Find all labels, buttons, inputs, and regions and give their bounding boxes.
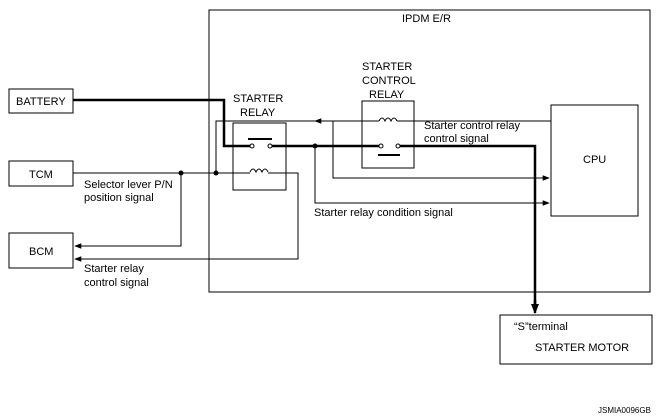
bcm-block: BCM [8,232,74,269]
ipdm-er-box [208,9,651,293]
battery-block: BATTERY [8,88,74,114]
starter-control-relay-label-2: CONTROL [362,75,416,87]
starter-motor-label: STARTER MOTOR [535,342,629,354]
cpu-label: CPU [583,154,606,166]
starter-control-relay-label-1: STARTER [362,61,412,73]
starter-control-relay: STARTER CONTROL RELAY [361,61,416,169]
selector-lever-signal-label-2: position signal [84,192,154,204]
starter-control-relay-label-3: RELAY [369,89,405,101]
figure-id: JSMIA0096GB [598,406,651,415]
battery-label: BATTERY [16,96,66,108]
starter-relay-condition-label: Starter relay condition signal [314,207,453,219]
starter-relay-control-line [74,172,299,262]
cpu-block: CPU [550,104,639,217]
selector-lever-junction [178,170,184,176]
starter-relay-condition-line [314,146,550,206]
starter-control-relay-signal-label-1: Starter control relay [424,120,520,132]
starter-relay-coil-icon [249,168,269,174]
starter-relay-label-2: RELAY [240,107,276,119]
starter-motor-block: “S”terminal STARTER MOTOR [499,314,653,365]
starter-relay: STARTER RELAY [232,93,287,191]
starter-relay-label-1: STARTER [233,93,283,105]
bcm-label: BCM [29,246,53,258]
ipdm-er-title: IPDM E/R [402,13,451,25]
starter-control-relay-signal-label-2: control signal [424,133,489,145]
power-path [73,98,537,309]
tcm-label: TCM [29,169,53,181]
s-terminal-label: “S”terminal [514,321,568,333]
selector-lever-signal-line [73,172,250,249]
starter-relay-control-label-1: Starter relay [84,263,144,275]
tcm-block: TCM [8,160,74,187]
starter-relay-control-label-2: control signal [84,277,149,289]
cpu-sense-line [332,121,550,181]
selector-lever-signal-label-1: Selector lever P/N [84,179,173,191]
starter-control-relay-coil-icon [378,117,398,123]
